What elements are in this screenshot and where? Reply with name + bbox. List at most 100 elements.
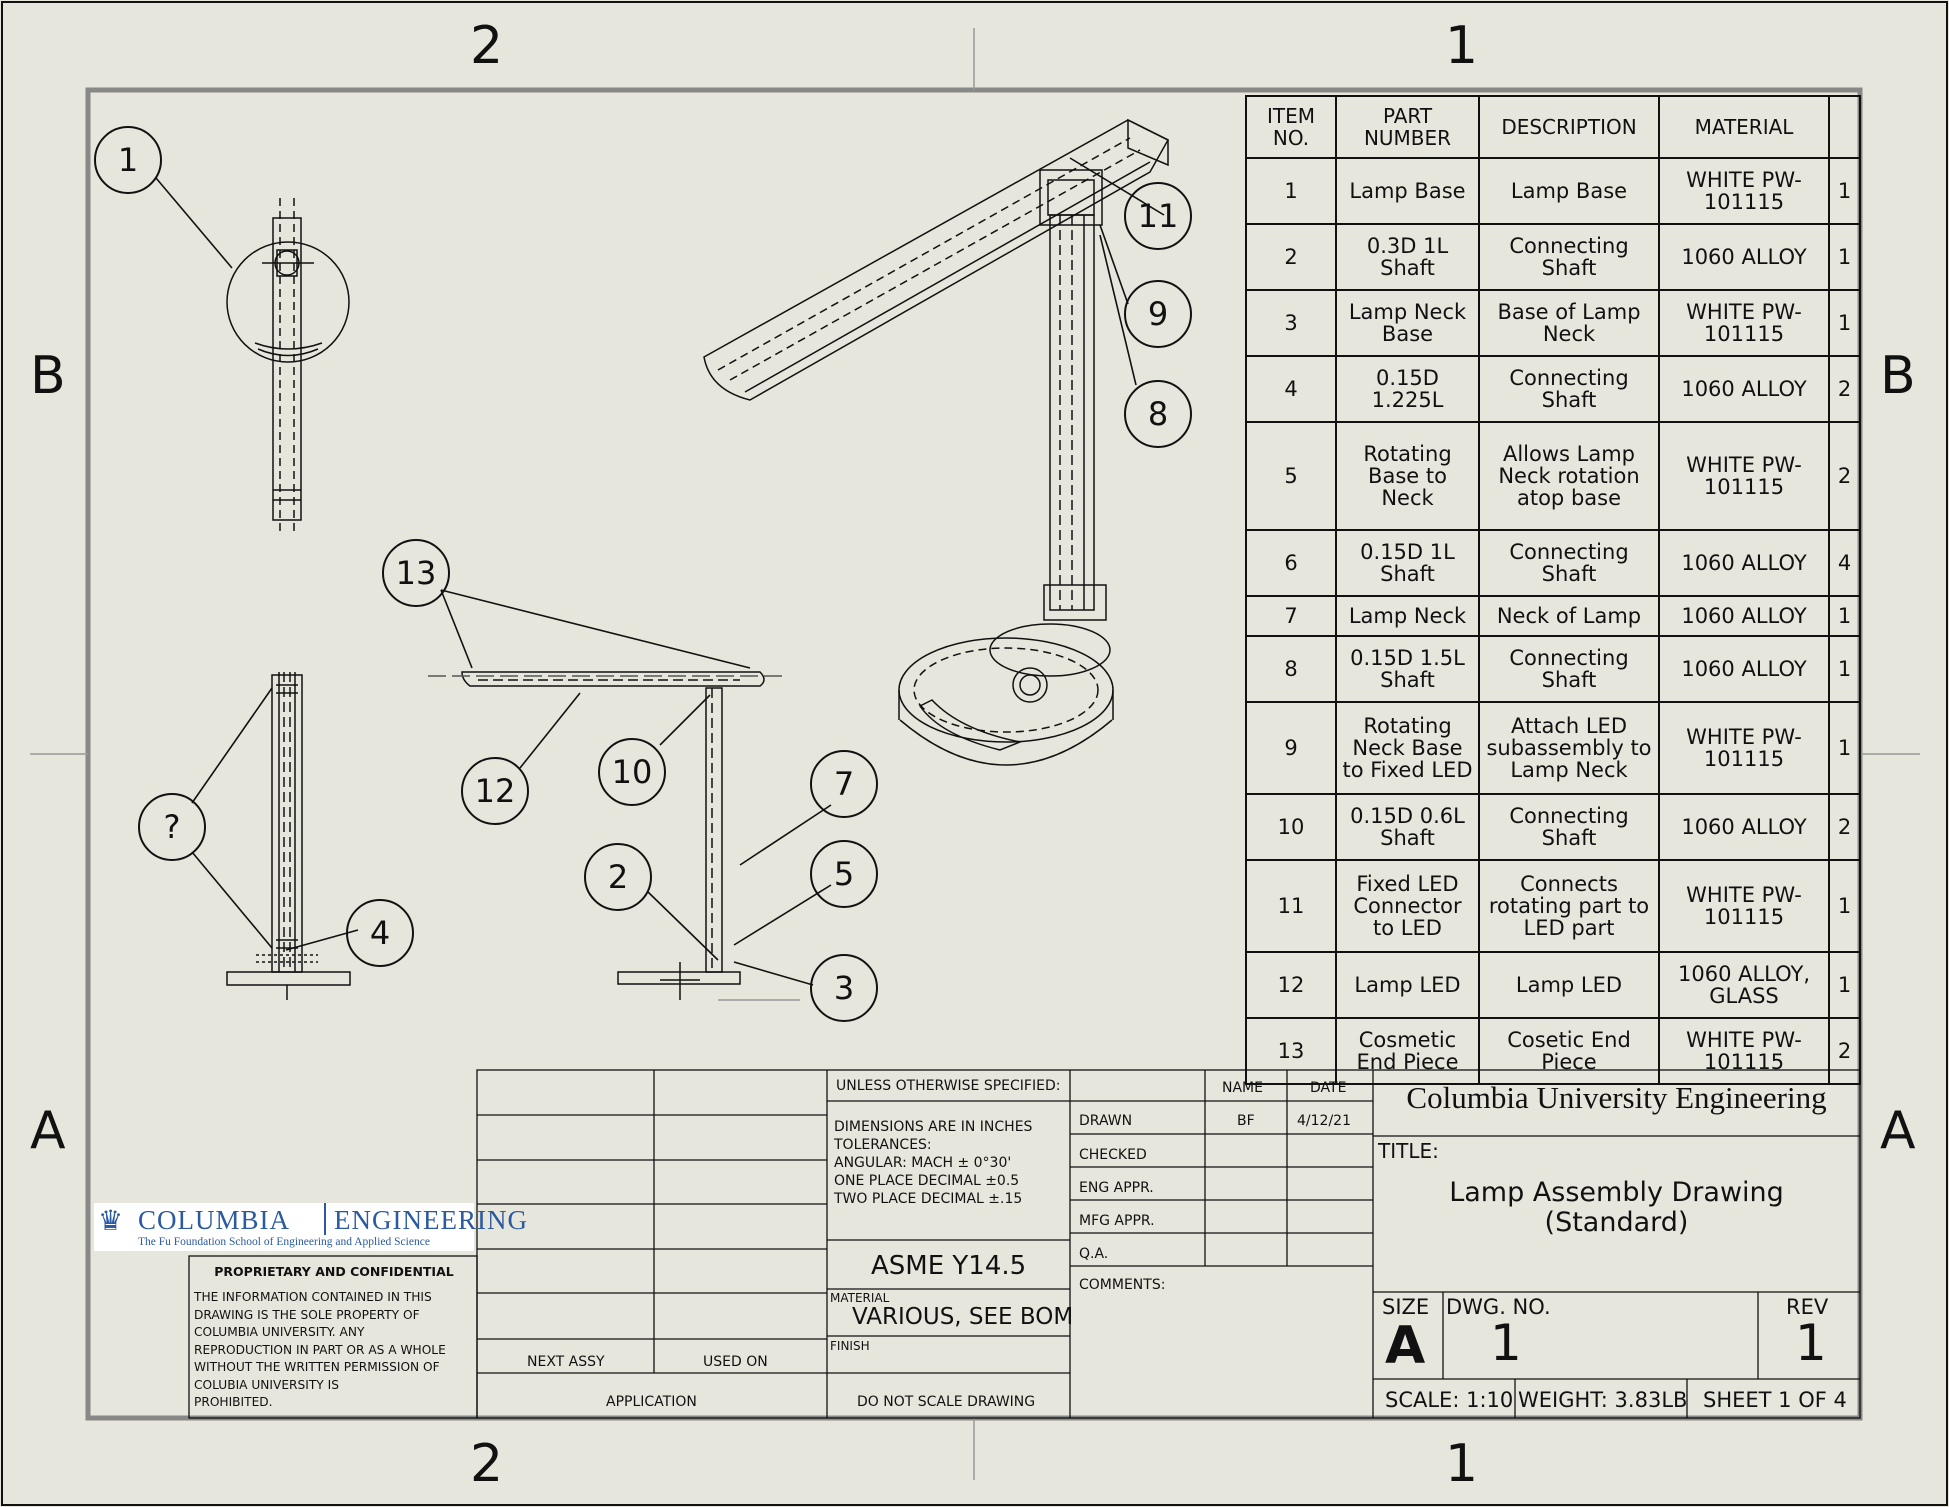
- leader-lines: [155, 157, 1165, 986]
- drawn-name: BF: [1237, 1113, 1255, 1129]
- rev-value: 1: [1795, 1314, 1827, 1372]
- zone-col-2-bottom: 2: [470, 1434, 504, 1494]
- bom-header-part: PART NUMBER: [1335, 95, 1480, 159]
- side-view: [428, 671, 800, 1001]
- proprietary-line: PROHIBITED.: [194, 1395, 273, 1410]
- crown-icon: ♛: [98, 1204, 124, 1237]
- eng-appr-label: ENG APPR.: [1079, 1180, 1154, 1196]
- bom-cell-description: Connecting Shaft: [1478, 529, 1660, 597]
- bom-cell-material: WHITE PW- 101115: [1658, 701, 1830, 795]
- bom-cell-description: Cosetic End Piece: [1478, 1017, 1660, 1085]
- logo-main-b: ENGINEERING: [334, 1205, 528, 1235]
- bom-cell-description: Base of Lamp Neck: [1478, 289, 1660, 357]
- tolerance-notes: DIMENSIONS ARE IN INCHES TOLERANCES: ANG…: [834, 1118, 1032, 1208]
- top-view: [226, 198, 350, 535]
- title-label: TITLE:: [1378, 1139, 1439, 1163]
- bom-cell-part: Lamp Neck Base: [1335, 289, 1480, 357]
- drawing-title-line2: (Standard): [1544, 1207, 1689, 1238]
- bom-cell-material: WHITE PW- 101115: [1658, 859, 1830, 953]
- bom-cell-item: 3: [1245, 289, 1337, 357]
- bom-cell-qty: 2: [1828, 1017, 1861, 1085]
- bom-cell-material: WHITE PW- 101115: [1658, 421, 1830, 531]
- bom-cell-item: 4: [1245, 355, 1337, 423]
- name-header: NAME: [1222, 1080, 1263, 1096]
- bom-cell-item: 12: [1245, 951, 1337, 1019]
- bom-cell-part: 0.15D 1L Shaft: [1335, 529, 1480, 597]
- balloon-item-11: 11: [1124, 182, 1192, 250]
- dwg-no-value: 1: [1490, 1314, 1522, 1372]
- bom-cell-part: 0.15D 1.225L: [1335, 355, 1480, 423]
- bom-header-description: DESCRIPTION: [1478, 95, 1660, 159]
- proprietary-line: DRAWING IS THE SOLE PROPERTY OF: [194, 1307, 420, 1322]
- bom-cell-part: Lamp Base: [1335, 157, 1480, 225]
- bom-cell-item: 5: [1245, 421, 1337, 531]
- proprietary-heading: PROPRIETARY AND CONFIDENTIAL: [214, 1264, 454, 1279]
- bom-cell-item: 8: [1245, 635, 1337, 703]
- proprietary-line: THE INFORMATION CONTAINED IN THIS: [194, 1290, 432, 1305]
- zone-col-1-bottom: 1: [1445, 1434, 1479, 1494]
- proprietary-line: COLUBIA UNIVERSITY IS: [194, 1377, 339, 1392]
- drawing-title-line1: Lamp Assembly Drawing: [1449, 1177, 1784, 1208]
- bom-cell-part: Lamp Neck: [1335, 595, 1480, 637]
- drawn-label: DRAWN: [1079, 1113, 1133, 1129]
- bom-cell-qty: 2: [1828, 793, 1861, 861]
- bom-cell-material: 1060 ALLOY: [1658, 355, 1830, 423]
- company-name: Columbia University Engineering: [1406, 1080, 1827, 1115]
- balloon-item-7: 7: [810, 750, 878, 818]
- balloon-item-9: 9: [1124, 280, 1192, 348]
- standard-value: ASME Y14.5: [871, 1251, 1027, 1281]
- bom-cell-qty: 1: [1828, 157, 1861, 225]
- bom-cell-material: 1060 ALLOY: [1658, 635, 1830, 703]
- sheet-value: SHEET 1 OF 4: [1703, 1388, 1847, 1412]
- used-on-label: USED ON: [703, 1354, 768, 1370]
- finish-label: FINISH: [830, 1339, 870, 1353]
- balloon-item-unknown: ?: [138, 793, 206, 861]
- bom-cell-qty: 1: [1828, 951, 1861, 1019]
- bom-header-row: ITEM NO. PART NUMBER DESCRIPTION MATERIA…: [1245, 95, 1861, 159]
- bom-cell-qty: 4: [1828, 529, 1861, 597]
- balloon-item-8: 8: [1124, 380, 1192, 448]
- dims-note: DIMENSIONS ARE IN INCHES: [834, 1119, 1033, 1135]
- columbia-logo: ♛ COLUMBIA ENGINEERING The Fu Foundation…: [94, 1203, 527, 1251]
- material-value: VARIOUS, SEE BOM: [852, 1304, 1074, 1330]
- balloon-item-4: 4: [346, 899, 414, 967]
- bom-cell-material: WHITE PW- 101115: [1658, 289, 1830, 357]
- balloon-item-10: 10: [598, 738, 666, 806]
- balloon-item-1: 1: [94, 126, 162, 194]
- zone-col-2-top: 2: [470, 16, 504, 76]
- checked-label: CHECKED: [1079, 1147, 1147, 1163]
- bom-cell-description: Neck of Lamp: [1478, 595, 1660, 637]
- balloon-item-5: 5: [810, 840, 878, 908]
- balloon-item-12: 12: [461, 757, 529, 825]
- bom-cell-qty: 1: [1828, 635, 1861, 703]
- material-label: MATERIAL: [830, 1291, 890, 1305]
- bom-cell-description: Connecting Shaft: [1478, 635, 1660, 703]
- bom-cell-qty: 1: [1828, 223, 1861, 291]
- proprietary-line: REPRODUCTION IN PART OR AS A WHOLE: [194, 1342, 446, 1357]
- isometric-view: [703, 118, 1170, 766]
- proprietary-line: WITHOUT THE WRITTEN PERMISSION OF: [194, 1360, 440, 1375]
- scale-value: SCALE: 1:10: [1385, 1388, 1514, 1412]
- bom-cell-part: 0.3D 1L Shaft: [1335, 223, 1480, 291]
- bom-cell-item: 9: [1245, 701, 1337, 795]
- bom-cell-item: 6: [1245, 529, 1337, 597]
- date-header: DATE: [1310, 1080, 1347, 1096]
- zone-row-a-left: A: [30, 1101, 66, 1161]
- front-view: [226, 672, 351, 1000]
- bom-cell-item: 13: [1245, 1017, 1337, 1085]
- two-place-tol: TWO PLACE DECIMAL ±.15: [834, 1191, 1023, 1207]
- proprietary-notice: PROPRIETARY AND CONFIDENTIAL THE INFORMA…: [194, 1264, 474, 1412]
- do-not-scale: DO NOT SCALE DRAWING: [857, 1394, 1036, 1410]
- zone-row-a-right: A: [1880, 1101, 1916, 1161]
- mfg-appr-label: MFG APPR.: [1079, 1213, 1155, 1229]
